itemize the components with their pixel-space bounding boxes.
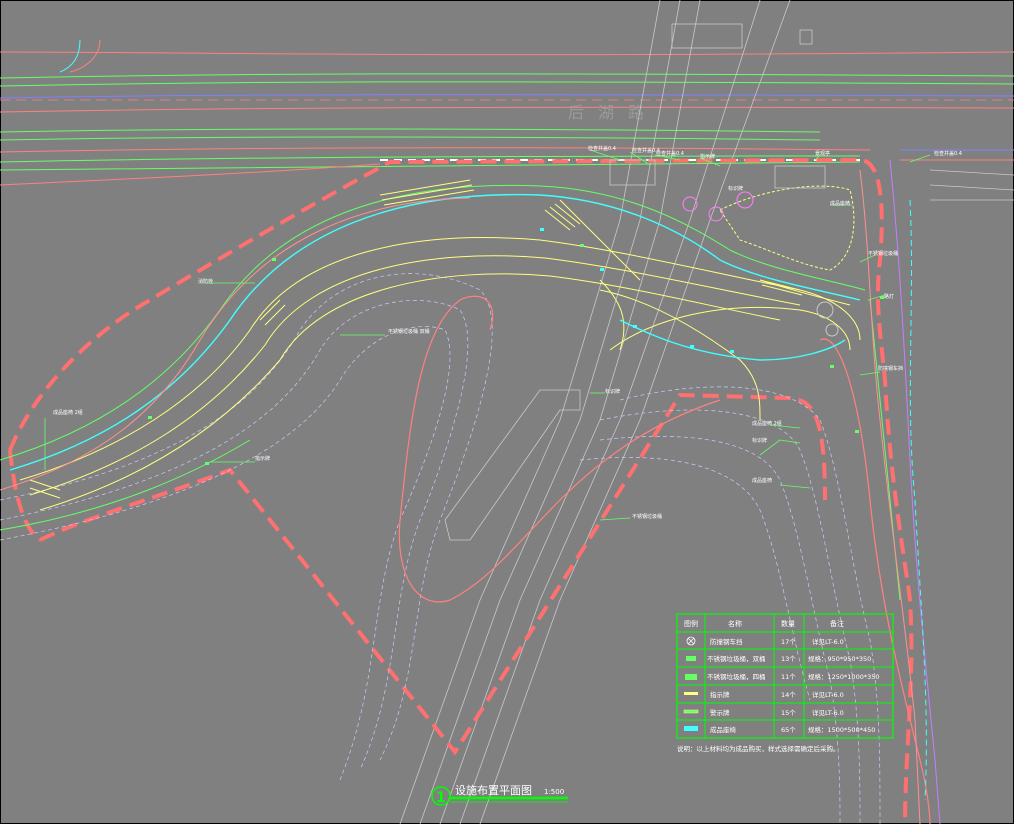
drawing-scale: 1:500 [544, 788, 564, 796]
legend-row-note: 详见LT-6.0 [812, 690, 844, 699]
legend-row-qty: 11个 [781, 673, 796, 681]
callout-label: 标识牌 [752, 437, 767, 444]
legend-row-name: 指示牌 [710, 690, 730, 699]
legend-grid [677, 614, 893, 738]
cyan-paths [9, 193, 861, 471]
legend-row-qty: 15个 [781, 709, 796, 717]
callout-label: 检查井盖0.4 [588, 145, 616, 152]
legend-header: 数量 [781, 619, 795, 628]
green-paths [0, 184, 901, 601]
legend-row-name: 不锈钢垃圾桶，四桶 [707, 672, 766, 681]
legend-row-name: 警示牌 [710, 708, 730, 717]
legend-border [676, 613, 894, 739]
facility-markers [148, 228, 884, 465]
callout-label: 指示牌 [700, 153, 715, 160]
callout-label: 检查井盖0.4 [656, 150, 684, 157]
drawing-number: 1 [436, 790, 446, 806]
legend-row-qty: 65个 [781, 726, 796, 734]
callout-label: 检查井盖0.4 [934, 150, 962, 157]
legend-row-note: 规格：1250*1000*350 [808, 672, 880, 681]
promenade-paths [19, 199, 861, 511]
direction-sign-icon [684, 692, 698, 695]
trash-bin-double-icon [686, 656, 696, 661]
callout-label: 检查井盖0.4 [632, 147, 660, 154]
site-boundary [8, 157, 914, 824]
east-edge [909, 199, 927, 801]
plaza-area [609, 159, 855, 337]
lake-edge [398, 295, 931, 824]
legend-header: 名称 [728, 619, 742, 628]
legend-note: 说明：以上材料均为成品购买，样式选择需确定后采购。 [677, 744, 840, 753]
callout-label: 防撞钢车挡 [878, 365, 903, 372]
legend-row-name: 防撞钢车挡 [710, 637, 743, 646]
road-name-label: 后湖路 [568, 103, 658, 122]
callout-label: 路灯 [884, 293, 894, 300]
bollard-icon [686, 636, 696, 646]
bollard-icon-cross [687, 637, 695, 645]
title-block: 1 设施布置平面图 1:500 [431, 784, 568, 806]
legend-header: 图例 [684, 619, 698, 628]
trash-bin-quad-icon [685, 674, 697, 680]
callout-label: 指示牌 [255, 455, 270, 462]
legend-row-qty: 13个 [781, 655, 796, 663]
legend-table: 图例 名称 数量 备注 防撞钢车挡 17个 详见LT-6.0 不锈钢垃圾桶，双桶… [676, 613, 894, 739]
warning-sign-icon [683, 709, 699, 714]
legend-row-note: 规格：1500*500*450 [808, 725, 875, 734]
callout-label: 成品座椅 2组 [752, 420, 782, 427]
legend-row-name: 不锈钢垃圾桶，双桶 [707, 654, 766, 663]
drawing-number-circle [431, 786, 451, 806]
legend-row-qty: 17个 [781, 638, 796, 646]
legend-header: 备注 [830, 619, 844, 628]
crosswalks [29, 179, 803, 499]
contours [0, 273, 881, 824]
callout-leaders [44, 149, 931, 521]
callout-label: 标识牌 [605, 388, 620, 395]
rail-corridor [399, 0, 813, 824]
north-road [0, 39, 1014, 201]
bench-icon [684, 726, 698, 731]
legend-row-note: 详见LT-6.0 [812, 708, 844, 717]
callout-texts: 检查井盖0.4 检查井盖0.4 检查井盖0.4 检查井盖0.4 消防栓 景观亭 … [53, 145, 962, 520]
legend-row-note: 规格：950*950*350 [808, 654, 871, 663]
callout-label: 不锈钢垃圾桶 [868, 250, 898, 257]
callout-label: 不锈钢垃圾桶 [632, 513, 662, 520]
callout-label: 成品座椅 [830, 200, 850, 207]
legend-symbols [683, 636, 699, 731]
callout-label: 成品座椅 2组 [53, 409, 83, 416]
callout-label: 标识牌 [728, 185, 743, 192]
callout-label: 消防栓 [198, 278, 213, 285]
callout-label: 景观亭 [815, 150, 830, 157]
drawing-title: 设施布置平面图 [455, 784, 532, 797]
legend-row-name: 成品座椅 [710, 725, 737, 734]
legend-row-qty: 14个 [781, 691, 796, 699]
callout-label: 不锈钢垃圾桶 双桶 [388, 328, 430, 335]
legend-row-note: 详见LT-6.0 [812, 637, 844, 646]
pink-paths [0, 169, 921, 824]
east-purple-lines [889, 159, 941, 824]
callout-label: 成品座椅 [752, 477, 772, 484]
